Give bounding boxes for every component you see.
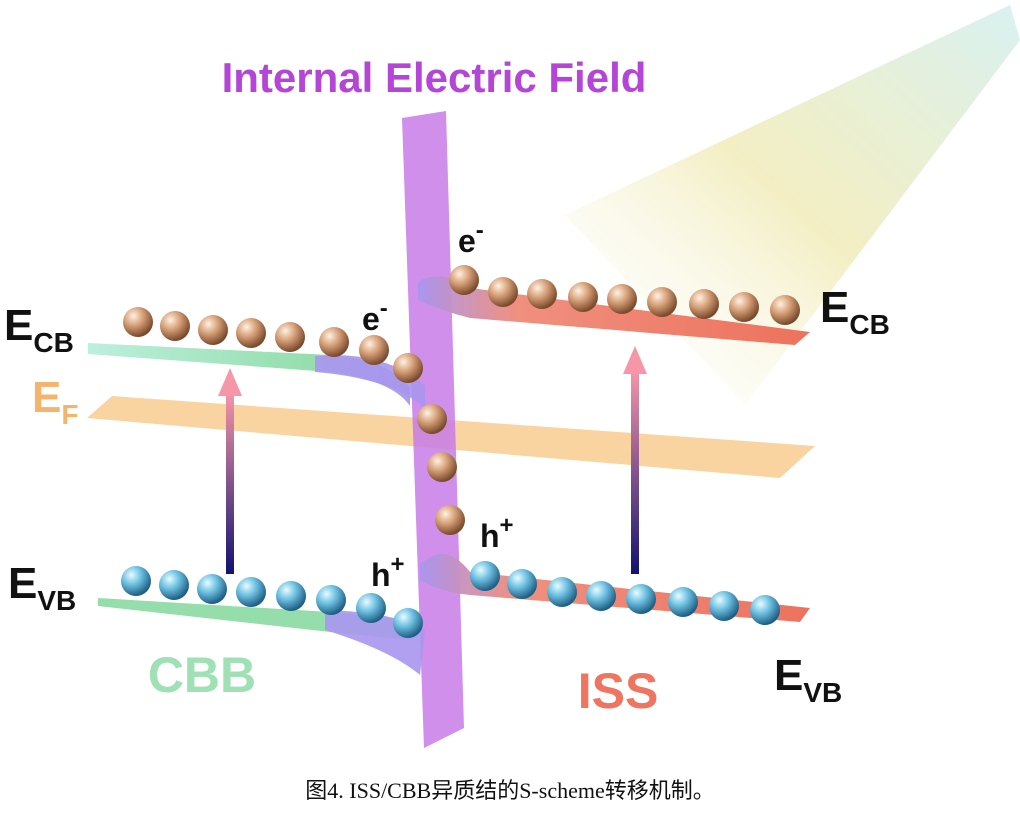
hole bbox=[547, 577, 577, 607]
electron bbox=[123, 307, 153, 337]
cbb-vb-holes bbox=[121, 566, 423, 638]
electron bbox=[417, 404, 447, 434]
label-evb-right: EVB bbox=[774, 651, 842, 708]
label-hole-right: h+ bbox=[480, 512, 514, 554]
label-hole-left: h+ bbox=[371, 551, 405, 593]
iss-cb-electrons bbox=[449, 265, 800, 325]
material-label-iss: ISS bbox=[578, 663, 659, 719]
label-electron-left: e- bbox=[362, 295, 388, 337]
hole bbox=[121, 566, 151, 596]
hole bbox=[197, 574, 227, 604]
electron bbox=[236, 318, 266, 348]
electron bbox=[770, 295, 800, 325]
electron bbox=[427, 452, 457, 482]
hole bbox=[507, 569, 537, 599]
electron bbox=[568, 282, 598, 312]
electron bbox=[729, 292, 759, 322]
hole bbox=[626, 584, 656, 614]
hole bbox=[159, 570, 189, 600]
label-ecb-right: ECB bbox=[820, 283, 890, 340]
electron bbox=[319, 327, 349, 357]
cbb-cb-electrons bbox=[123, 307, 423, 383]
label-ecb-left: ECB bbox=[4, 301, 74, 358]
figure-caption: 图4. ISS/CBB异质结的S-scheme转移机制。 bbox=[305, 778, 714, 803]
electron bbox=[359, 335, 389, 365]
hole bbox=[276, 581, 306, 611]
electron bbox=[198, 315, 228, 345]
electron bbox=[393, 353, 423, 383]
electron bbox=[160, 311, 190, 341]
transfer-electrons bbox=[417, 404, 465, 535]
iss-vb-holes bbox=[470, 561, 780, 625]
hole bbox=[709, 591, 739, 621]
hole bbox=[356, 593, 386, 623]
excitation-arrow-icon bbox=[218, 368, 242, 574]
hole bbox=[236, 577, 266, 607]
diagram-title: Internal Electric Field bbox=[222, 54, 647, 101]
hole bbox=[586, 581, 616, 611]
hole bbox=[316, 585, 346, 615]
material-label-cbb: CBB bbox=[148, 647, 256, 703]
excitation-arrow-icon bbox=[623, 346, 647, 574]
electron bbox=[607, 284, 637, 314]
electron bbox=[527, 279, 557, 309]
electron bbox=[488, 277, 518, 307]
electron bbox=[435, 505, 465, 535]
label-ef: EF bbox=[32, 373, 78, 430]
hole bbox=[668, 587, 698, 617]
light-beam-icon bbox=[565, 5, 1020, 405]
hole bbox=[393, 608, 423, 638]
electron bbox=[275, 322, 305, 352]
label-evb-left: EVB bbox=[8, 559, 76, 616]
electron bbox=[449, 265, 479, 295]
hole bbox=[470, 561, 500, 591]
electron bbox=[689, 289, 719, 319]
electron bbox=[647, 287, 677, 317]
hole bbox=[750, 595, 780, 625]
label-electron-right: e- bbox=[458, 217, 484, 259]
